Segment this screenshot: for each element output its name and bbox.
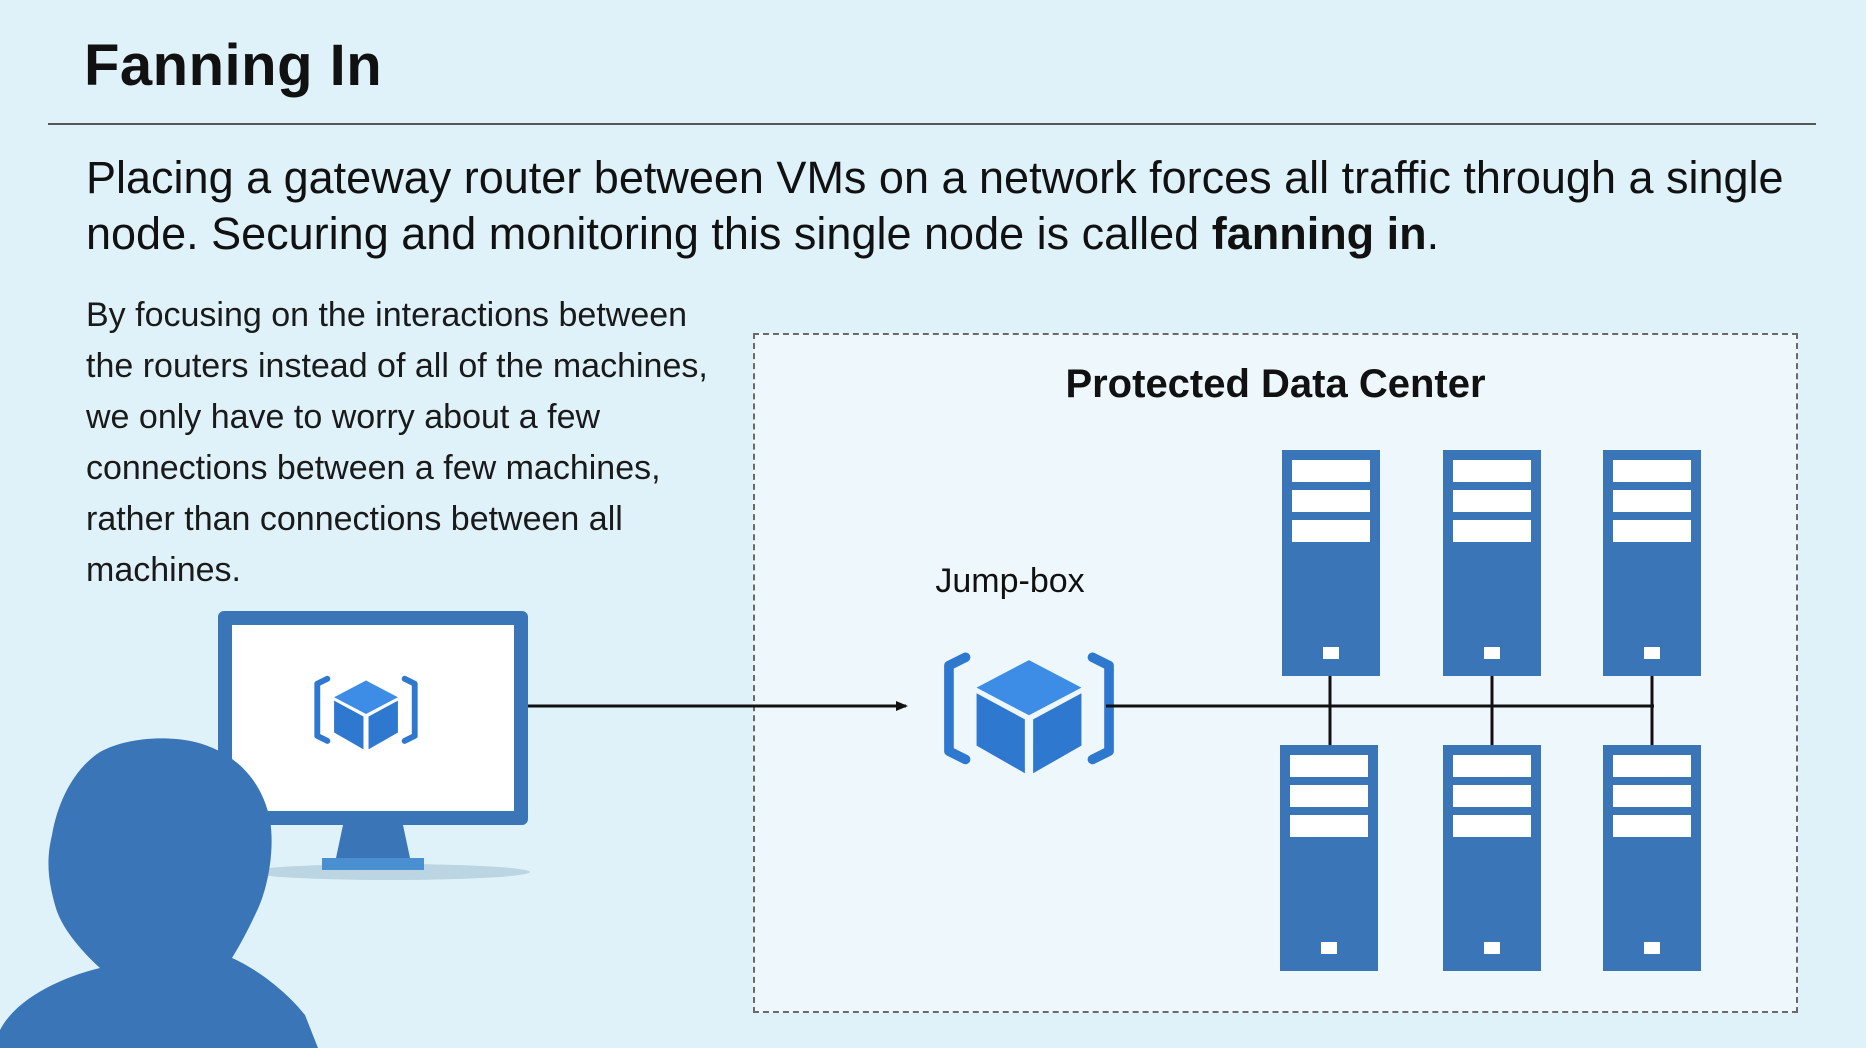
data-center-label: Protected Data Center xyxy=(1065,362,1486,406)
lead-paragraph: Placing a gateway router between VMs on … xyxy=(86,150,1806,262)
jumpbox-cube-icon xyxy=(949,657,1109,773)
server-icon xyxy=(1443,745,1541,971)
lead-text: Placing a gateway router between VMs on … xyxy=(86,152,1784,259)
lead-bold-term: fanning in xyxy=(1211,208,1427,259)
server-icon xyxy=(1603,745,1701,971)
server-icon xyxy=(1282,450,1380,676)
monitor-icon xyxy=(218,611,530,880)
title-divider xyxy=(48,123,1816,125)
side-paragraph: By focusing on the interactions between … xyxy=(86,296,708,589)
lead-end: . xyxy=(1426,208,1440,259)
server-icon xyxy=(1603,450,1701,676)
page-title: Fanning In xyxy=(84,33,383,98)
person-silhouette-icon xyxy=(0,738,318,1048)
jumpbox-label: Jump-box xyxy=(935,562,1085,600)
server-icon xyxy=(1443,450,1541,676)
server-icon xyxy=(1280,745,1378,971)
